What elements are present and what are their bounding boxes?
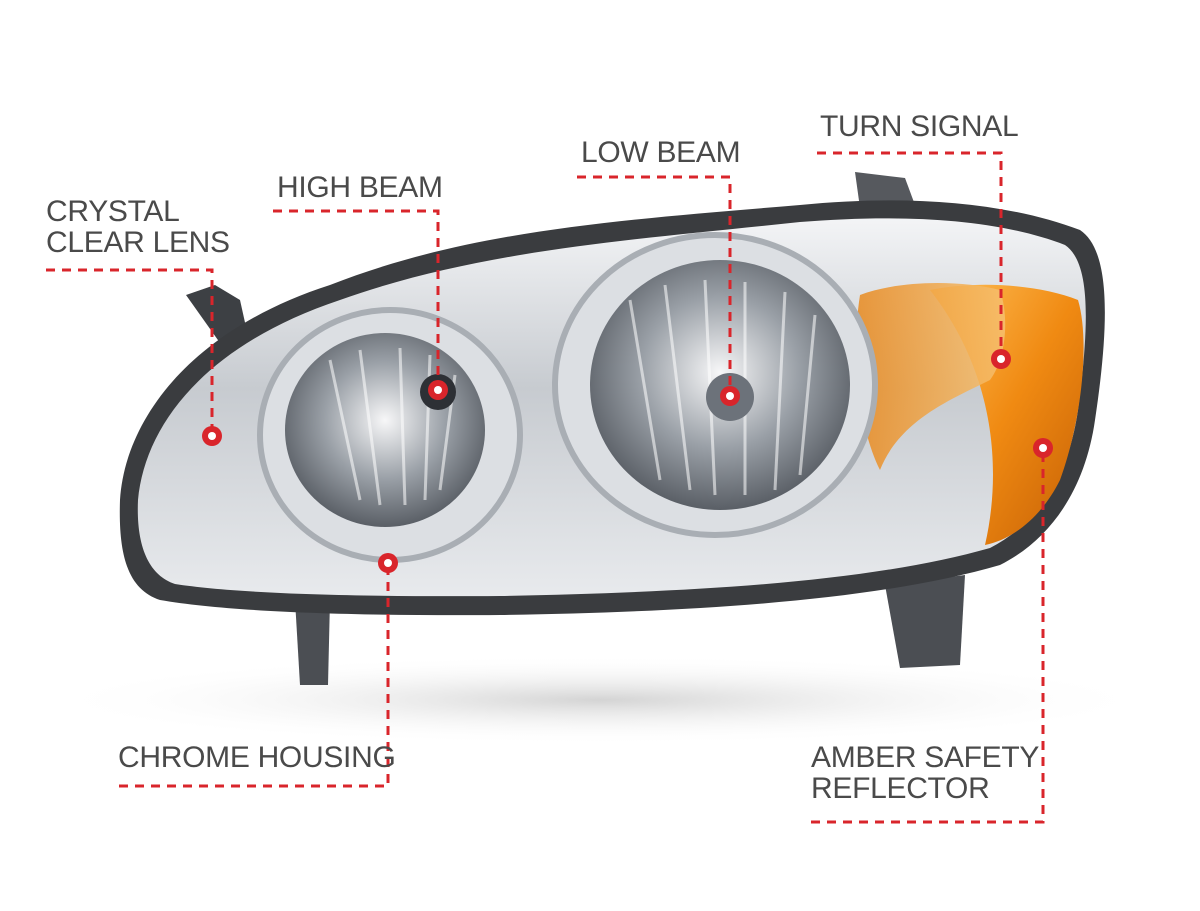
turn-signal-shape [856,283,1006,470]
floor-shadow [40,655,1160,745]
label-high-beam: HIGH BEAM [277,171,443,204]
label-crystal-clear-lens-line1: CRYSTAL [46,195,180,228]
bottom-mount-right [885,575,965,668]
label-crystal-clear-lens: CRYSTAL CLEAR LENS [46,196,230,258]
high-beam-reflector [285,333,485,527]
callout-dot-high-beam [428,380,448,400]
callout-line-crystal-clear-lens [46,268,214,436]
callout-dot-amber-safety-reflector [1033,438,1053,458]
callout-line-low-beam [577,175,732,396]
label-amber-safety-reflector: AMBER SAFETY REFLECTOR [811,742,1039,804]
callout-line-turn-signal [817,151,1003,359]
label-amber-safety-reflector-line2: REFLECTOR [811,772,990,805]
label-amber-safety-reflector-line1: AMBER SAFETY [811,741,1040,774]
label-chrome-housing: CHROME HOUSING [118,741,396,774]
callout-line-high-beam [273,209,440,390]
label-low-beam: LOW BEAM [581,136,741,169]
callout-line-amber-safety-reflector [811,448,1045,824]
label-turn-signal: TURN SIGNAL [820,110,1019,143]
low-beam-facets [628,279,817,496]
callout-line-chrome-housing [119,565,390,788]
callout-lines [46,151,1045,824]
callout-dot-chrome-housing [378,553,398,573]
callout-dots [202,349,1053,573]
callout-dot-turn-signal [991,349,1011,369]
callout-dot-crystal-clear-lens [202,426,222,446]
callout-dot-low-beam [720,386,740,406]
top-mount-tab [855,172,915,208]
bottom-mount-left [295,600,330,685]
label-crystal-clear-lens-line2: CLEAR LENS [46,226,230,259]
